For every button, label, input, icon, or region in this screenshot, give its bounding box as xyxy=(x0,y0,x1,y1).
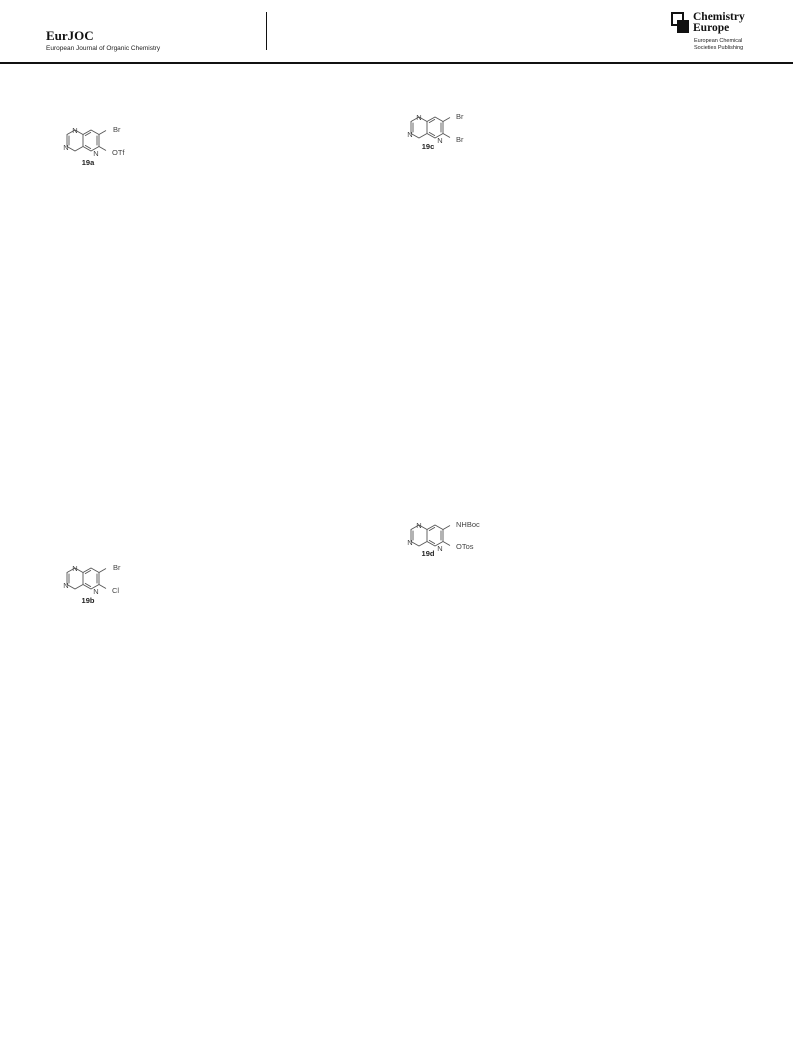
substituent-6: OTf xyxy=(112,148,125,157)
compound-label: 19a xyxy=(82,158,95,167)
atom-n3: N xyxy=(63,581,68,590)
substituent-7: Br xyxy=(456,112,464,121)
atom-n3: N xyxy=(63,143,68,152)
atom-n3: N xyxy=(407,130,412,139)
atom-n1: N xyxy=(416,113,421,122)
substituent-6: Cl xyxy=(112,586,119,595)
compound-label: 19b xyxy=(82,596,95,605)
atom-n3: N xyxy=(407,538,412,547)
atom-n1: N xyxy=(72,564,77,573)
page-header: EurJOC European Journal of Organic Chemi… xyxy=(0,0,793,64)
structure-19c: N N N Br Br 19c xyxy=(402,107,492,157)
atom-n5: N xyxy=(437,544,442,553)
publisher-line1: European Chemical xyxy=(694,38,743,44)
journal-title: EurJOC xyxy=(46,28,94,43)
header-rule xyxy=(0,62,793,64)
structure-19b: N N N Br Cl 19b xyxy=(58,558,148,608)
compound-label: 19c xyxy=(422,142,435,151)
pyridopyrimidine-skeleton xyxy=(410,524,451,547)
publisher-line2: Societies Publishing xyxy=(694,45,744,51)
substituent-7: Br xyxy=(113,125,121,134)
substituent-7: NHBoc xyxy=(456,520,480,529)
pyridopyrimidine-skeleton xyxy=(410,116,451,139)
atom-n1: N xyxy=(72,126,77,135)
atom-n5: N xyxy=(437,136,442,145)
brand-name-line2: Europe xyxy=(693,22,730,34)
substituent-7: Br xyxy=(113,563,121,572)
atom-n5: N xyxy=(93,587,98,596)
chemistry-europe-logo-icon xyxy=(671,12,689,33)
header-divider xyxy=(266,12,267,50)
atom-n5: N xyxy=(93,149,98,158)
pyridopyrimidine-skeleton xyxy=(66,567,107,590)
structure-19d: N N N NHBoc OTos 19d xyxy=(402,515,502,565)
compound-label: 19d xyxy=(422,549,435,558)
atom-n1: N xyxy=(416,521,421,530)
pyridopyrimidine-skeleton xyxy=(66,129,107,152)
journal-subtitle: European Journal of Organic Chemistry xyxy=(46,45,161,52)
brand-name-line1: Chemistry xyxy=(693,11,745,23)
substituent-6: Br xyxy=(456,135,464,144)
structure-19a: N N N Br OTf 19a xyxy=(58,120,148,170)
substituent-6: OTos xyxy=(456,542,474,551)
